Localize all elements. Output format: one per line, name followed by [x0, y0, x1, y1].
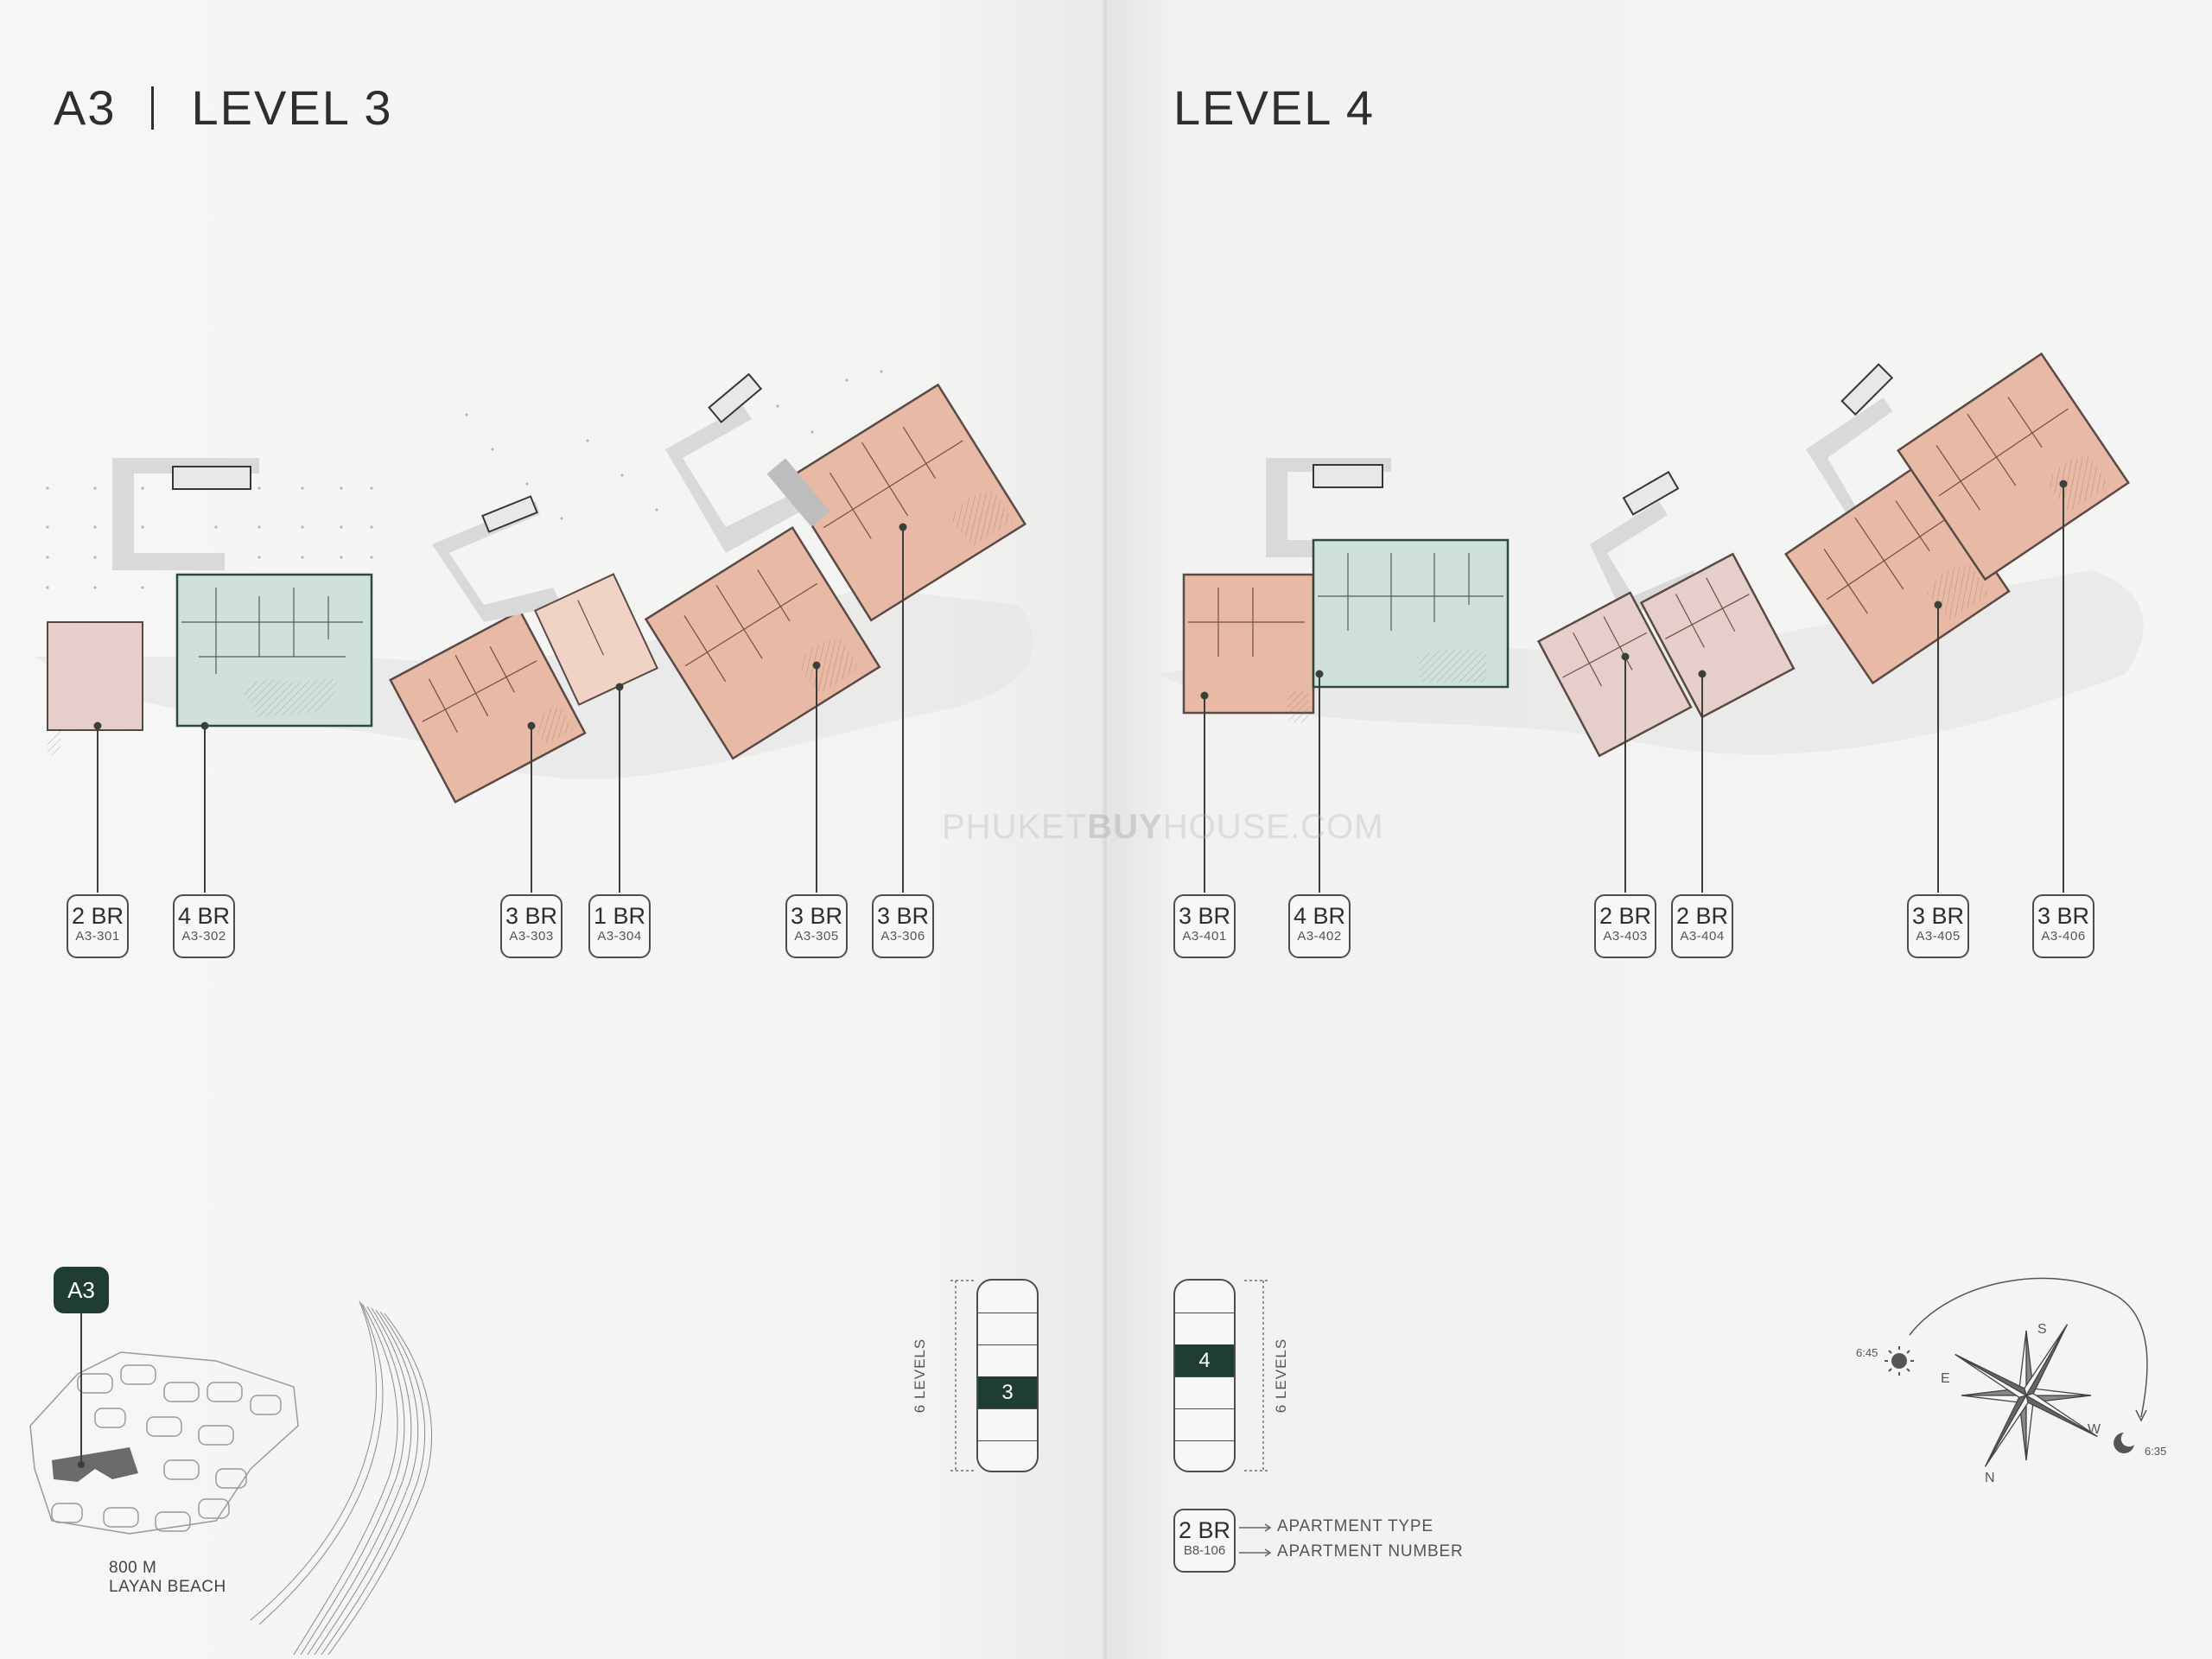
legend-number: B8-106	[1183, 1543, 1226, 1558]
unit-label-a3-402[interactable]: 4 BR A3-402	[1288, 894, 1351, 958]
unit-type: 3 BR	[2037, 903, 2090, 929]
unit-number: A3-305	[794, 929, 839, 944]
unit-303-plan	[389, 609, 587, 804]
beach-distance-label: 800 M LAYAN BEACH	[109, 1559, 226, 1596]
unit-number: A3-406	[2041, 929, 2086, 944]
unit-label-a3-305[interactable]: 3 BR A3-305	[785, 894, 848, 958]
unit-label-a3-301[interactable]: 2 BR A3-301	[67, 894, 129, 958]
unit-type: 3 BR	[876, 903, 930, 929]
leader-lines-l4	[1200, 480, 2068, 893]
unit-404-plan	[1639, 552, 1796, 719]
site-map	[29, 1351, 299, 1535]
unit-number: A3-302	[181, 929, 226, 944]
level-stack-left: 3	[976, 1279, 1039, 1472]
unit-type: 3 BR	[1911, 903, 1965, 929]
unit-number: A3-303	[509, 929, 554, 944]
unit-type: 4 BR	[1293, 903, 1346, 929]
unit-301-plan	[47, 621, 143, 731]
unit-label-a3-304[interactable]: 1 BR A3-304	[588, 894, 651, 958]
book-gutter	[1101, 0, 1109, 1659]
unit-number: A3-401	[1182, 929, 1227, 944]
unit-label-a3-303[interactable]: 3 BR A3-303	[500, 894, 563, 958]
compass-west: W	[2088, 1422, 2101, 1437]
site-a3-building	[52, 1447, 138, 1482]
level-stack-right: 4	[1173, 1279, 1236, 1472]
corridor-l3-c	[665, 406, 804, 553]
unit-type: 3 BR	[790, 903, 843, 929]
unit-type: 3 BR	[1178, 903, 1231, 929]
title-separator	[150, 86, 154, 130]
unit-type: 2 BR	[1599, 903, 1652, 929]
unit-number: A3-301	[75, 929, 120, 944]
unit-label-a3-306[interactable]: 3 BR A3-306	[872, 894, 934, 958]
unit-label-a3-302[interactable]: 4 BR A3-302	[173, 894, 235, 958]
unit-number: A3-403	[1603, 929, 1648, 944]
unit-type: 1 BR	[593, 903, 646, 929]
unit-number: A3-404	[1680, 929, 1725, 944]
sunrise-time: 6:45	[1856, 1346, 1878, 1359]
building-name: A3	[54, 80, 117, 135]
corridor-l3-b	[432, 501, 562, 622]
compass-north: N	[1985, 1471, 1995, 1485]
coastline-contours	[250, 1300, 432, 1656]
unit-label-a3-403[interactable]: 2 BR A3-403	[1594, 894, 1656, 958]
legend-type: 2 BR	[1178, 1517, 1231, 1543]
unit-type: 2 BR	[71, 903, 124, 929]
legend-number-desc: APARTMENT NUMBER	[1277, 1542, 1464, 1560]
unit-label-a3-406[interactable]: 3 BR A3-406	[2032, 894, 2094, 958]
unit-305-plan	[644, 525, 881, 760]
stack-brackets	[950, 1280, 1268, 1471]
unit-403-plan	[1536, 591, 1693, 758]
unit-label-a3-404[interactable]: 2 BR A3-404	[1671, 894, 1733, 958]
compass-east: E	[1941, 1371, 1950, 1386]
legend-arrows	[1239, 1523, 1272, 1557]
levels-count-right: 6 LEVELS	[1273, 1338, 1290, 1414]
sunset-time: 6:35	[2145, 1445, 2167, 1458]
leader-lines-l3	[93, 523, 907, 893]
unit-label-a3-405[interactable]: 3 BR A3-405	[1907, 894, 1969, 958]
core-l4-a	[1313, 464, 1383, 488]
legend-type-desc: APARTMENT TYPE	[1277, 1517, 1433, 1535]
current-level-3: 3	[978, 1376, 1037, 1408]
unit-number: A3-304	[597, 929, 642, 944]
unit-type: 3 BR	[505, 903, 558, 929]
unit-type: 4 BR	[177, 903, 231, 929]
site-building-badge[interactable]: A3	[54, 1267, 109, 1313]
compass-south: S	[2037, 1322, 2047, 1337]
watermark: PHUKETBUYHOUSE.COM	[942, 808, 1384, 846]
unit-number: A3-306	[880, 929, 925, 944]
right-page-title: LEVEL 4	[1173, 79, 1375, 136]
unit-number: A3-405	[1916, 929, 1961, 944]
unit-number: A3-402	[1297, 929, 1342, 944]
unit-406-plan	[1897, 352, 2130, 582]
legend-sample-label: 2 BR B8-106	[1173, 1509, 1236, 1573]
unit-306-plan	[782, 383, 1027, 622]
left-page-title: A3 LEVEL 3	[54, 79, 392, 136]
level-3-title: LEVEL 3	[191, 80, 393, 135]
level-4-title: LEVEL 4	[1173, 80, 1375, 135]
unit-type: 2 BR	[1675, 903, 1729, 929]
levels-count-left: 6 LEVELS	[912, 1338, 929, 1414]
core-l3-a	[172, 466, 251, 490]
current-level-4: 4	[1175, 1344, 1234, 1376]
compass-rose	[1885, 1277, 2148, 1467]
unit-label-a3-401[interactable]: 3 BR A3-401	[1173, 894, 1236, 958]
